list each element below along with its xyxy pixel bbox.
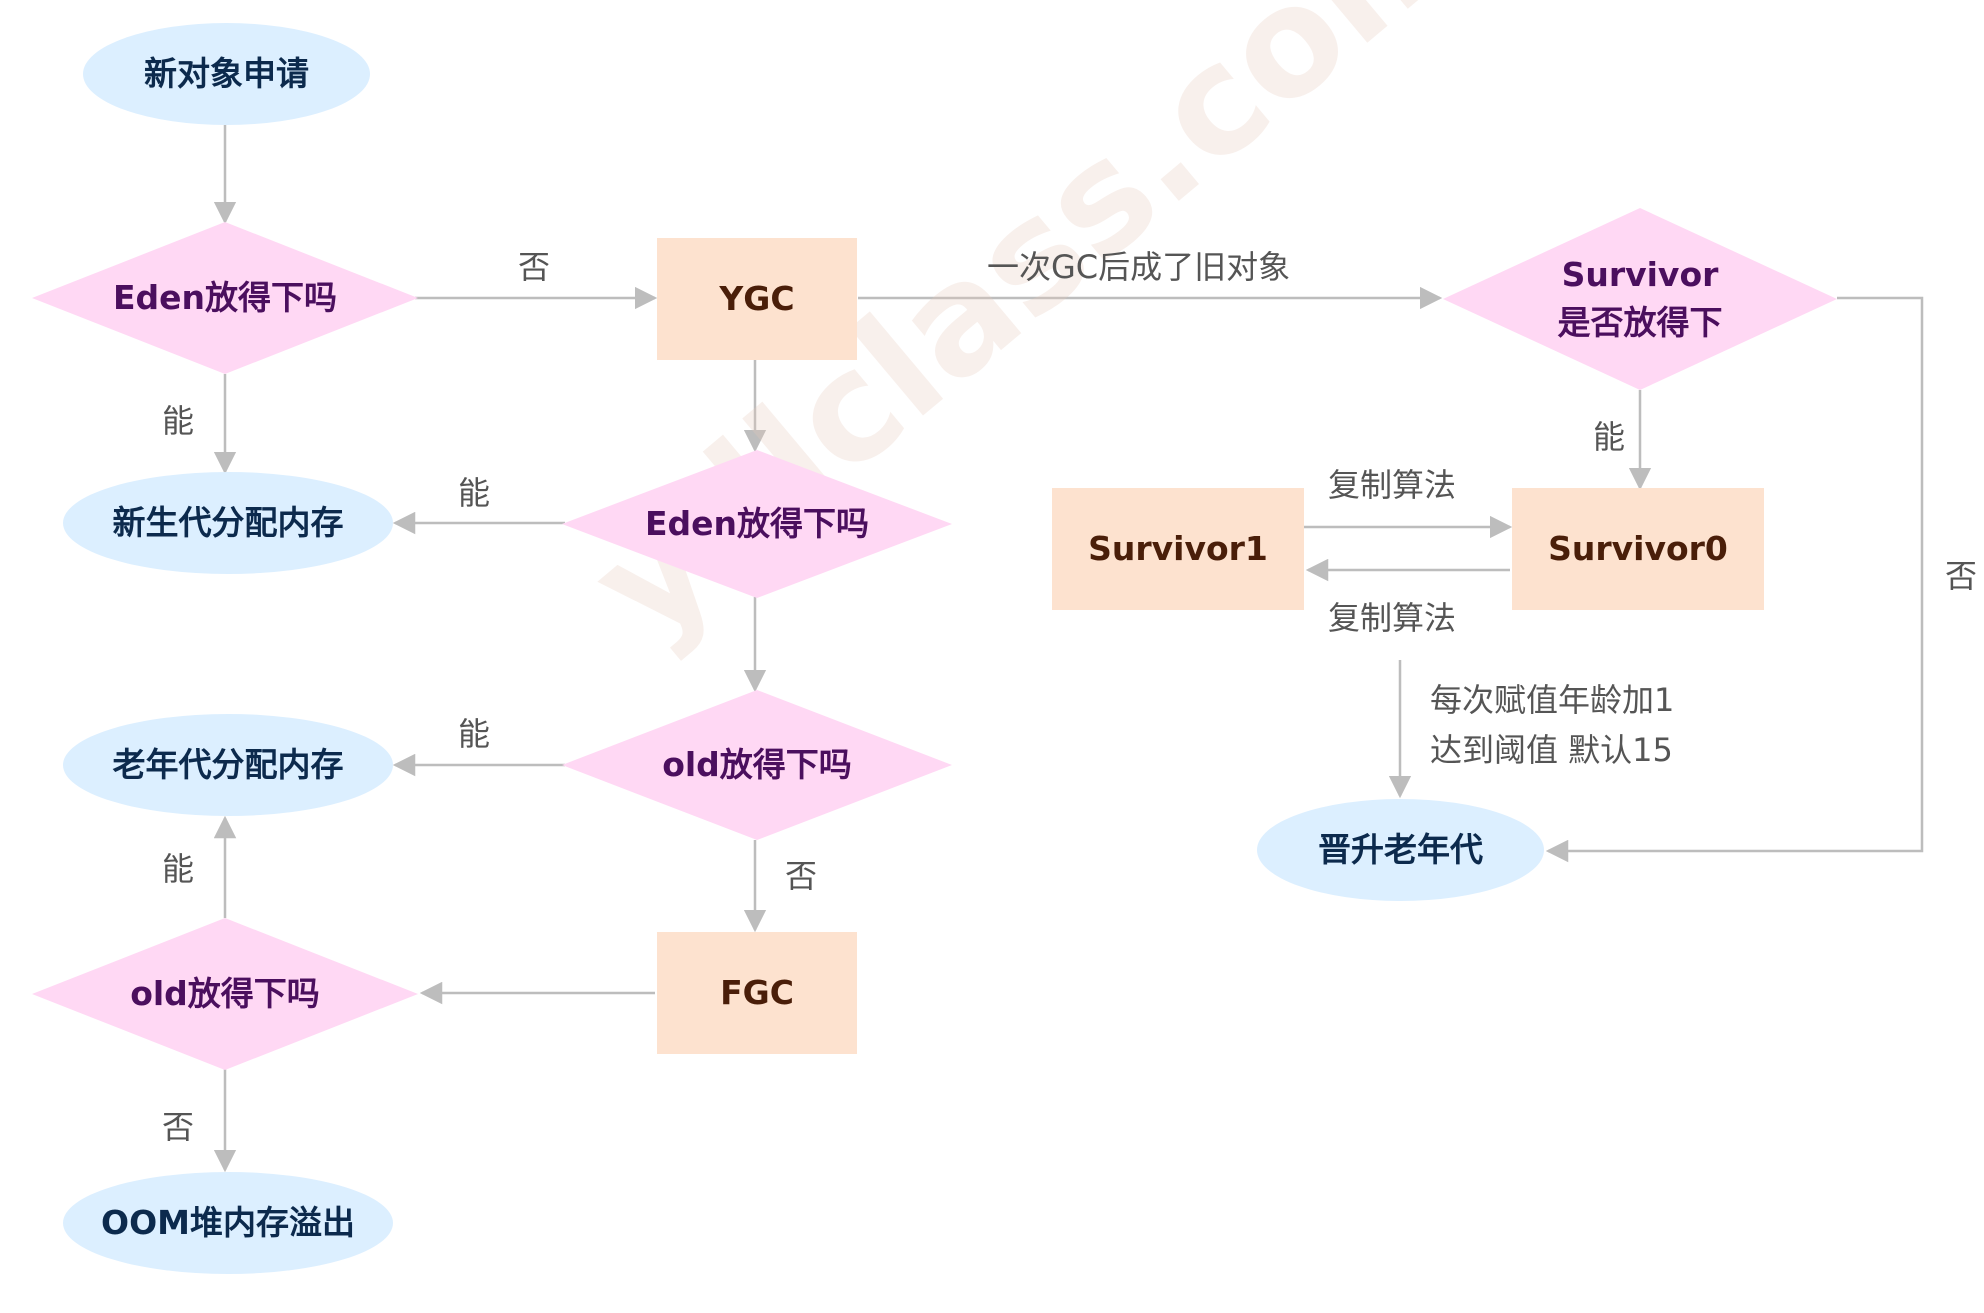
node-survivor-check-line2: 是否放得下: [1557, 303, 1723, 342]
node-fgc-label: FGC: [720, 973, 794, 1012]
node-survivor-check-label: Survivor 是否放得下: [1558, 251, 1723, 347]
node-oom-label: OOM堆内存溢出: [101, 1203, 355, 1242]
node-survivor0-label: Survivor0: [1548, 529, 1728, 568]
note-age-line1: 每次赋值年龄加1: [1430, 681, 1675, 719]
label-s1-to-s0: 复制算法: [1328, 466, 1457, 504]
label-old1-yes: 能: [458, 715, 491, 753]
node-survivor1: Survivor1: [1052, 488, 1304, 610]
node-new-request-label: 新对象申请: [144, 54, 309, 93]
label-old1-no: 否: [785, 857, 818, 895]
label-old2-no: 否: [162, 1108, 195, 1146]
node-promote: 晋升老年代: [1257, 799, 1544, 901]
node-eden-check-2-label: Eden放得下吗: [644, 504, 870, 543]
label-s0-to-s1: 复制算法: [1328, 599, 1457, 637]
note-age-line2: 达到阈值 默认15: [1430, 731, 1673, 769]
node-old-check-1: old放得下吗: [562, 690, 952, 840]
label-eden1-no: 否: [518, 248, 551, 286]
label-survivor-yes: 能: [1593, 418, 1626, 456]
label-ygc-to-survivor: 一次GC后成了旧对象: [987, 248, 1291, 286]
node-old-alloc-label: 老年代分配内存: [112, 745, 344, 784]
edge-survivor-no-to-promote: [1545, 296, 1924, 863]
node-old-check-2-label: old放得下吗: [130, 974, 320, 1013]
node-oom: OOM堆内存溢出: [63, 1172, 393, 1274]
node-eden-check-2: Eden放得下吗: [562, 450, 952, 598]
node-eden-check-1: Eden放得下吗: [32, 222, 418, 374]
label-eden2-yes: 能: [458, 474, 491, 512]
node-survivor-check: Survivor 是否放得下: [1443, 208, 1837, 390]
node-ygc-label: YGC: [719, 279, 795, 318]
node-young-alloc: 新生代分配内存: [63, 472, 393, 574]
node-fgc: FGC: [657, 932, 857, 1054]
node-young-alloc-label: 新生代分配内存: [112, 503, 344, 542]
node-old-check-1-label: old放得下吗: [662, 745, 852, 784]
node-survivor0: Survivor0: [1512, 488, 1764, 610]
label-old2-yes: 能: [162, 850, 195, 888]
node-old-check-2: old放得下吗: [32, 918, 418, 1070]
node-old-alloc: 老年代分配内存: [63, 714, 393, 816]
label-eden1-yes: 能: [162, 402, 195, 440]
node-new-request: 新对象申请: [83, 23, 370, 125]
node-promote-label: 晋升老年代: [1318, 830, 1483, 869]
node-survivor-check-line1: Survivor: [1561, 255, 1719, 294]
label-survivor-no: 否: [1945, 557, 1978, 595]
node-survivor1-label: Survivor1: [1088, 529, 1268, 568]
node-eden-check-1-label: Eden放得下吗: [112, 278, 338, 317]
node-ygc: YGC: [657, 238, 857, 360]
note-age-threshold: 每次赋值年龄加1 达到阈值 默认15: [1430, 675, 1674, 775]
